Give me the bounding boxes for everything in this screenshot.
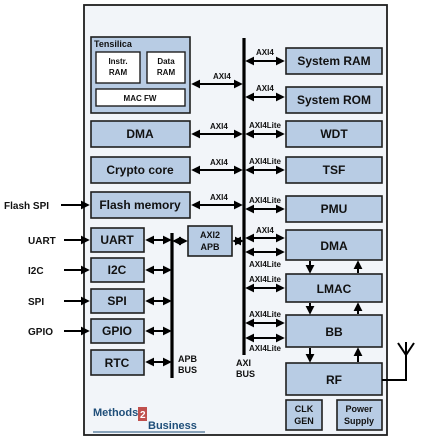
pmu-block: PMU [285, 195, 383, 223]
ext-gpio-label: GPIO [28, 327, 53, 338]
power-supply-block: Power Supply [336, 399, 383, 431]
wdt-block: WDT [285, 120, 383, 148]
svg-text:AXI4: AXI4 [256, 48, 274, 57]
data-ram-block [146, 51, 186, 84]
svg-text:APB: APB [200, 242, 220, 252]
svg-text:AXI4Lite: AXI4Lite [249, 260, 282, 269]
svg-text:UART: UART [100, 233, 134, 247]
svg-text:AXI4Lite: AXI4Lite [249, 196, 282, 205]
svg-text:Tensilica: Tensilica [94, 39, 133, 49]
svg-text:PMU: PMU [321, 202, 348, 216]
lmac-block: LMAC [285, 273, 383, 303]
clk-gen-block: CLK GEN [285, 399, 323, 431]
svg-text:LMAC: LMAC [317, 282, 352, 296]
rf-block: RF [285, 362, 383, 396]
svg-text:RAM: RAM [109, 68, 128, 77]
svg-text:Data: Data [157, 57, 175, 66]
svg-text:MAC FW: MAC FW [124, 94, 157, 103]
svg-text:Flash memory: Flash memory [99, 198, 181, 212]
apb-bus-label-2: BUS [178, 365, 197, 375]
tensilica-block: Tensilica Instr. RAM Data RAM MAC FW [90, 36, 191, 114]
svg-text:AXI4Lite: AXI4Lite [249, 275, 282, 284]
svg-text:Methods: Methods [93, 407, 138, 419]
gpio-block: GPIO [90, 318, 145, 344]
flash-memory-block: Flash memory [90, 191, 191, 219]
instr-ram-block [95, 51, 141, 84]
svg-text:AXI4: AXI4 [213, 72, 231, 81]
svg-text:DMA: DMA [320, 239, 348, 253]
svg-text:AXI4: AXI4 [210, 158, 228, 167]
system-rom-block: System ROM [285, 86, 383, 114]
svg-text:I2C: I2C [108, 263, 127, 277]
svg-text:2: 2 [140, 410, 146, 421]
svg-text:AXI4: AXI4 [256, 84, 274, 93]
axi-bus-label-1: AXI [236, 358, 251, 368]
ext-i2c-label: I2C [28, 266, 44, 277]
svg-text:GEN: GEN [294, 416, 314, 426]
ext-uart-label: UART [28, 236, 56, 247]
svg-text:RAM: RAM [157, 68, 176, 77]
svg-text:Crypto core: Crypto core [106, 163, 174, 177]
svg-text:RF: RF [326, 373, 342, 387]
spi-block: SPI [90, 288, 145, 314]
svg-text:AXI4Lite: AXI4Lite [249, 310, 282, 319]
svg-text:Power: Power [345, 404, 373, 414]
bb-block: BB [285, 314, 383, 348]
system-ram-block: System RAM [285, 47, 383, 75]
svg-text:System RAM: System RAM [297, 54, 370, 68]
mac-fw-block [95, 88, 186, 107]
svg-text:AXI4Lite: AXI4Lite [249, 121, 282, 130]
axi2apb-bridge: AXI2 APB [187, 225, 233, 257]
svg-text:RTC: RTC [105, 356, 130, 370]
uart-block: UART [90, 227, 145, 253]
axi-bus-label-2: BUS [236, 369, 255, 379]
svg-text:System ROM: System ROM [297, 93, 371, 107]
svg-text:WDT: WDT [320, 127, 348, 141]
svg-text:GPIO: GPIO [102, 324, 132, 338]
ext-flash-spi-label: Flash SPI [4, 201, 49, 212]
rtc-block: RTC [90, 349, 145, 376]
svg-text:Supply: Supply [344, 416, 374, 426]
svg-text:AXI4Lite: AXI4Lite [249, 344, 282, 353]
svg-text:BB: BB [325, 325, 343, 339]
dma-right-block: DMA [285, 229, 383, 261]
svg-text:CLK: CLK [295, 404, 314, 414]
svg-text:AXI4: AXI4 [210, 122, 228, 131]
crypto-core-block: Crypto core [90, 156, 191, 184]
svg-text:AXI4Lite: AXI4Lite [249, 157, 282, 166]
svg-text:TSF: TSF [323, 163, 346, 177]
svg-text:DMA: DMA [126, 127, 154, 141]
svg-text:Instr.: Instr. [108, 57, 127, 66]
apb-bus-label-1: APB [178, 354, 198, 364]
svg-text:Business: Business [148, 420, 197, 432]
antenna-icon [382, 342, 415, 381]
ext-spi-label: SPI [28, 297, 44, 308]
i2c-block: I2C [90, 257, 145, 283]
svg-text:AXI2: AXI2 [200, 230, 220, 240]
dma-left-block: DMA [90, 120, 191, 148]
svg-text:AXI4: AXI4 [210, 193, 228, 202]
tsf-block: TSF [285, 156, 383, 184]
methods2business-logo: Methods 2 Business [93, 407, 205, 433]
svg-text:AXI4: AXI4 [256, 226, 274, 235]
svg-text:SPI: SPI [107, 294, 126, 308]
